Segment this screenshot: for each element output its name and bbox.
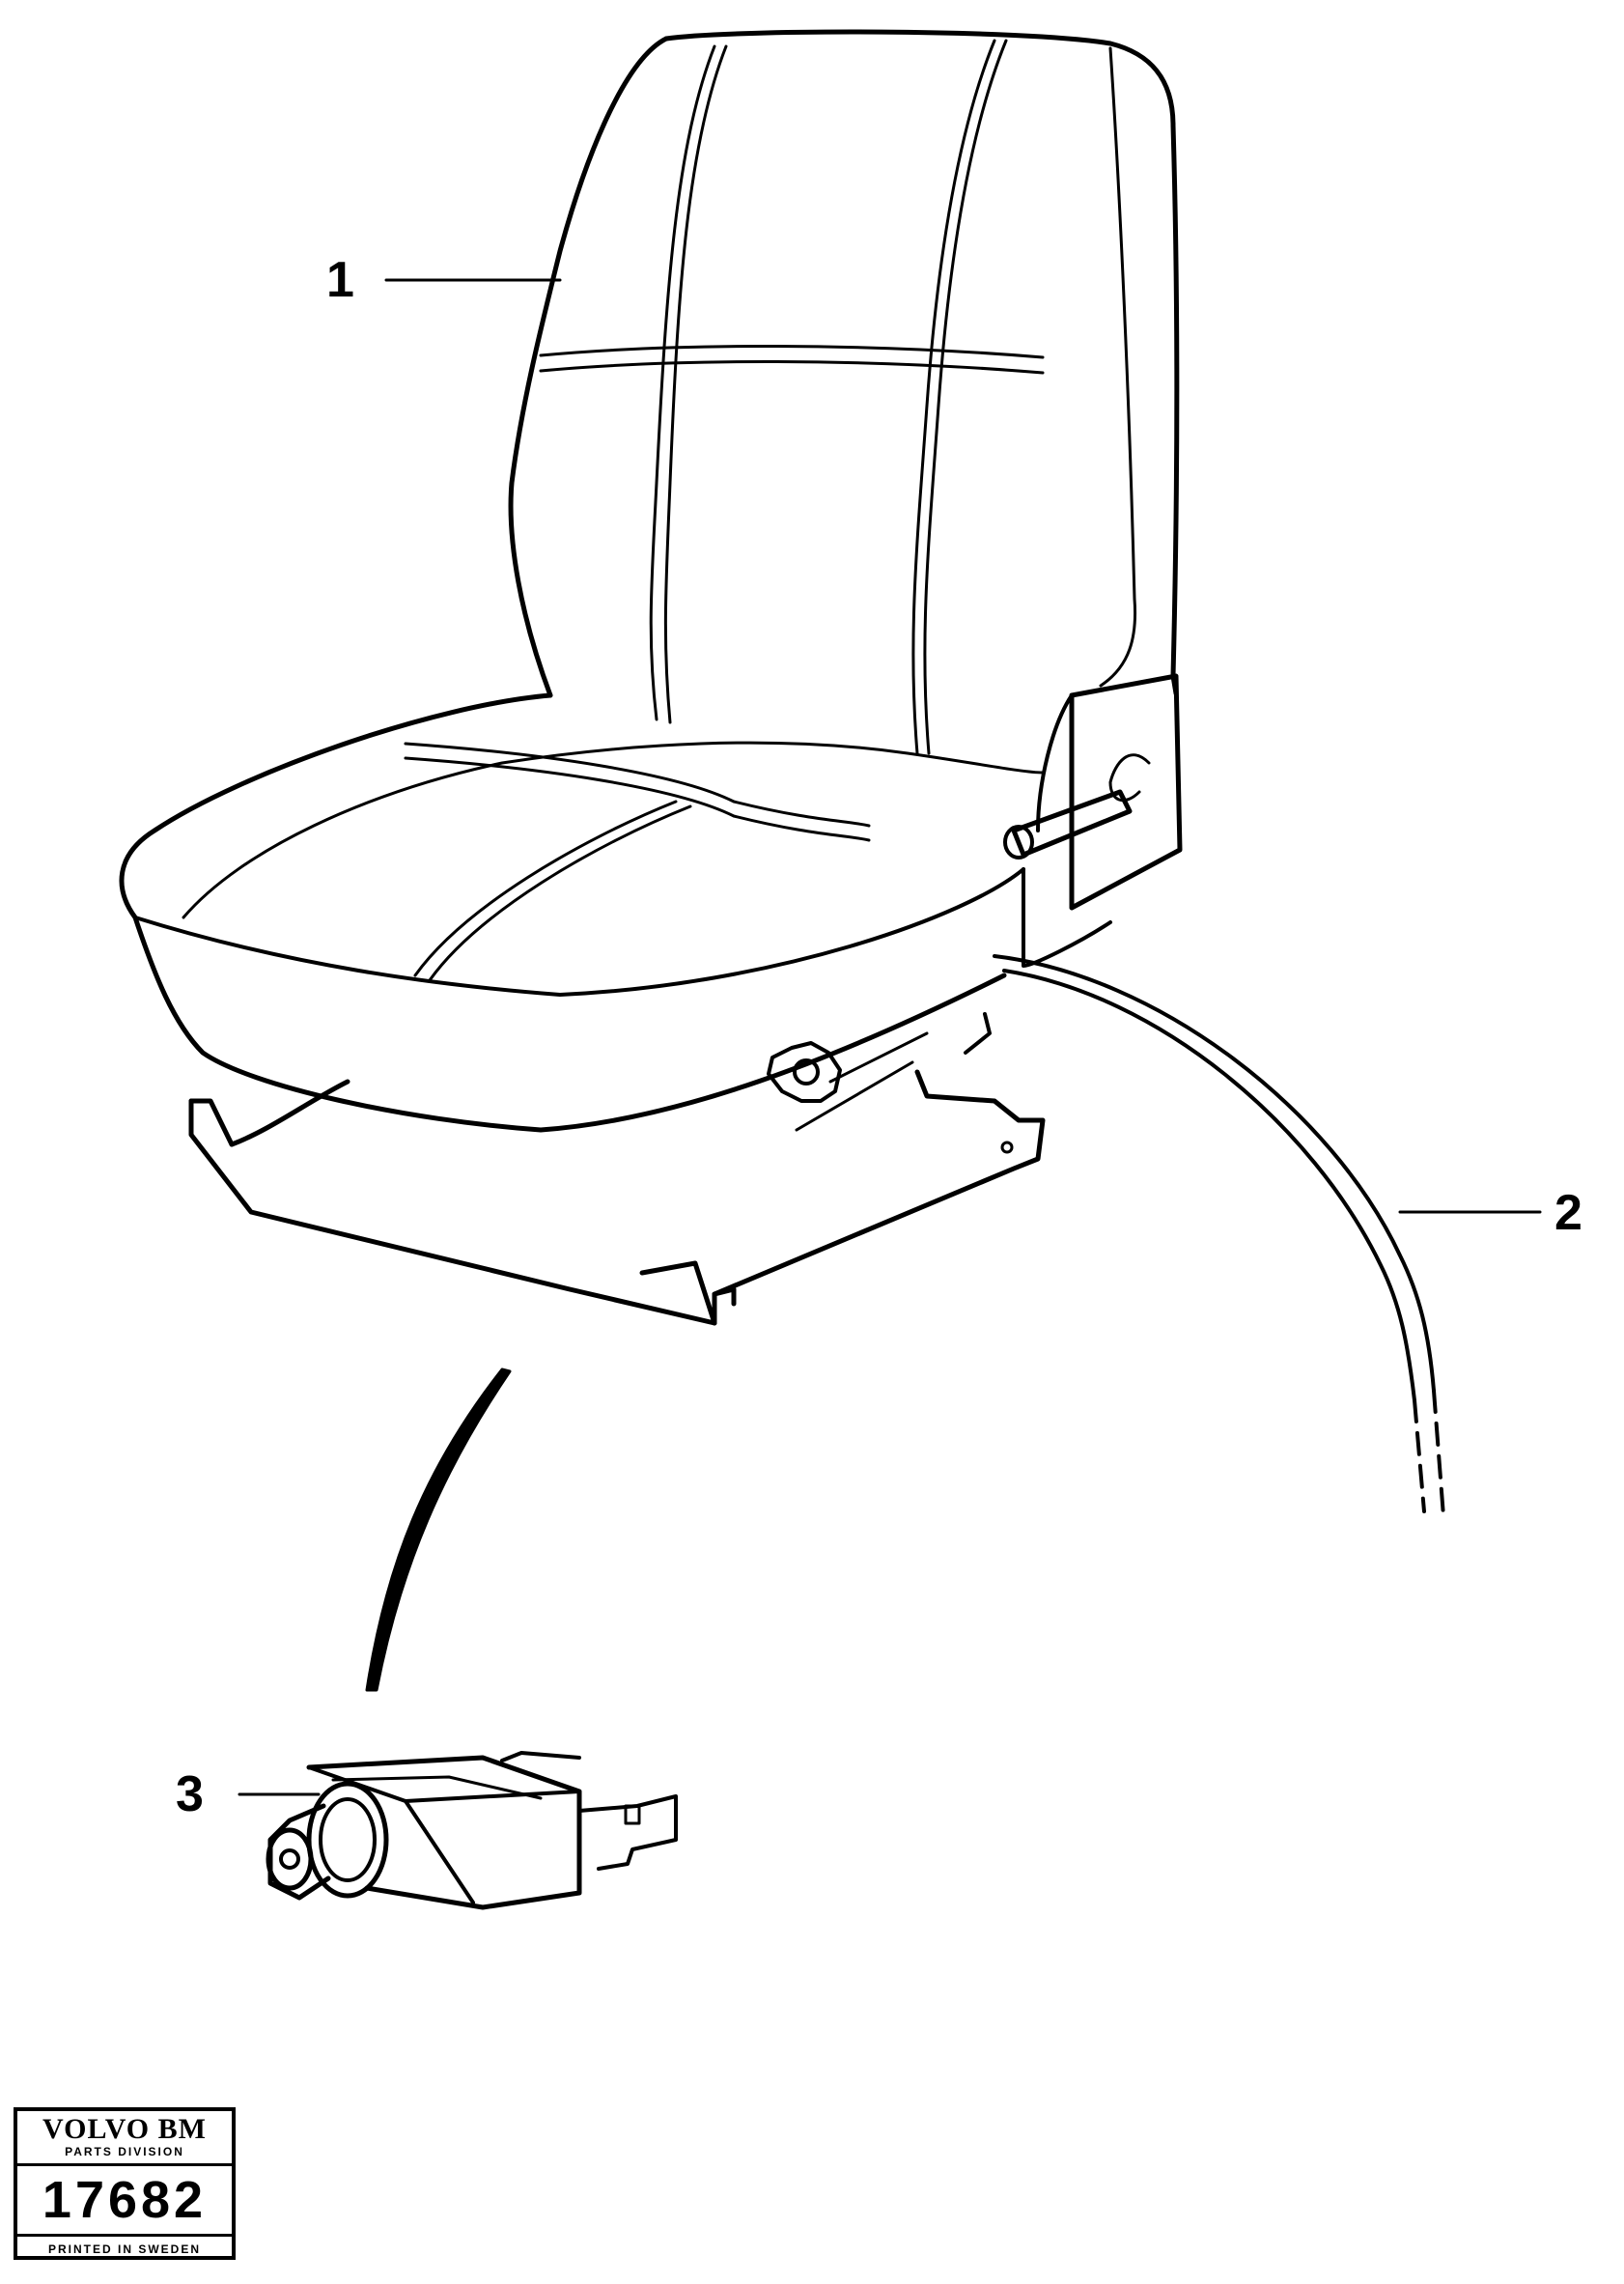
seat-icon <box>119 29 1183 1326</box>
callout-3: 3 <box>176 1766 204 1822</box>
stamp-division: PARTS DIVISION <box>65 2145 184 2158</box>
callout-2: 2 <box>1554 1185 1582 1241</box>
parts-stamp: VOLVO BM PARTS DIVISION 17682 PRINTED IN… <box>14 2107 236 2260</box>
stamp-number-box: 17682 <box>17 2163 232 2237</box>
stamp-number: 17682 <box>42 2171 208 2229</box>
pointer-arrow <box>365 1368 512 1692</box>
callout-1: 1 <box>326 252 354 308</box>
cable-icon <box>993 954 1445 1518</box>
stamp-printed: PRINTED IN SWEDEN <box>47 2242 201 2256</box>
stamp-brand: VOLVO BM <box>42 2113 207 2145</box>
switch-icon <box>266 1751 678 1910</box>
